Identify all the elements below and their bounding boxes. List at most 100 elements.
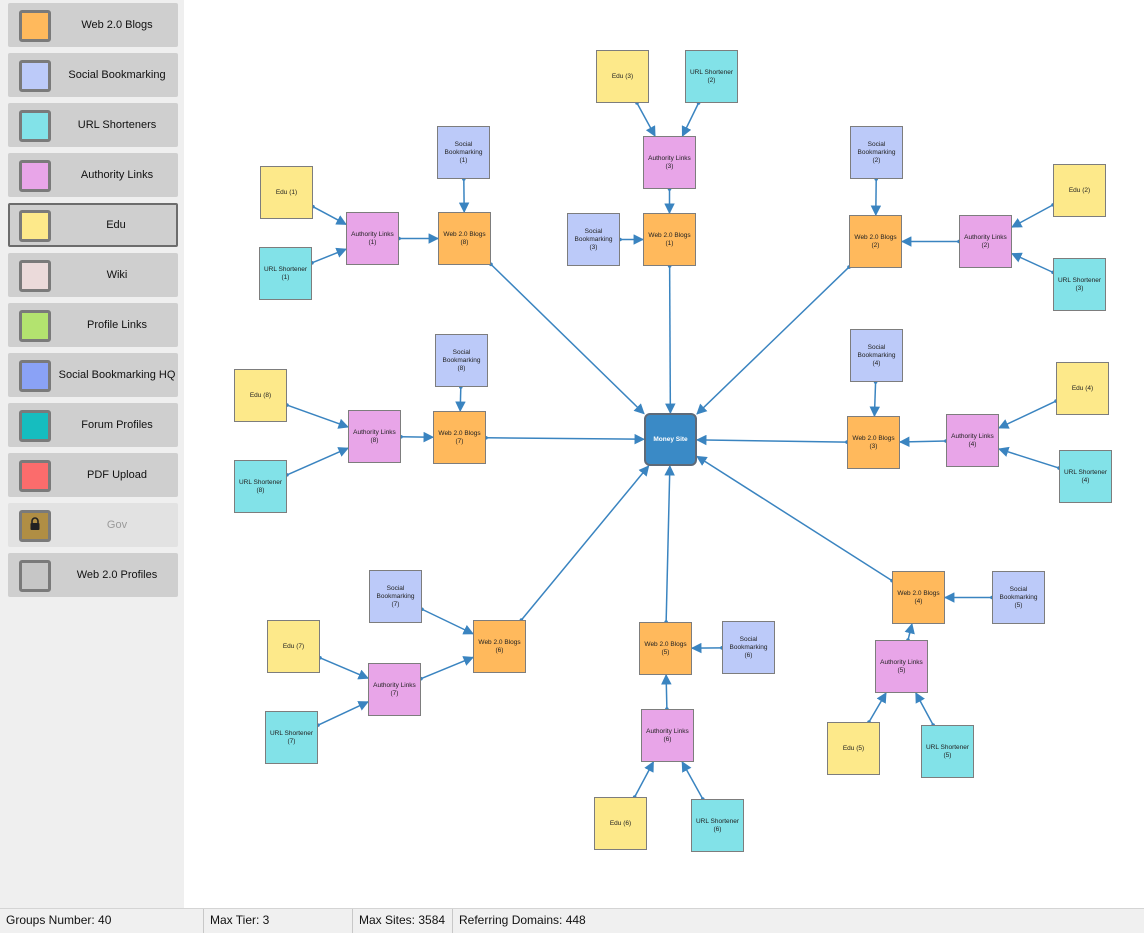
edge-u5-to-a5 xyxy=(916,693,933,725)
node-social-bookmarking-1[interactable]: Social Bookmarking (1) xyxy=(437,126,490,179)
node-url-shortener-8[interactable]: URL Shortener (8) xyxy=(234,460,287,513)
edge-a7-to-w6 xyxy=(421,657,473,678)
node-url-shortener-7[interactable]: URL Shortener (7) xyxy=(265,711,318,764)
palette-label: Edu xyxy=(56,203,176,247)
edge-u2-to-a3 xyxy=(682,103,698,136)
palette-item-web-2-0-profiles[interactable]: Web 2.0 Profiles xyxy=(8,553,178,597)
palette-item-social-bookmarking-hq[interactable]: Social Bookmarking HQ xyxy=(8,353,178,397)
groups-number: Groups Number: 40 xyxy=(0,909,204,933)
edge-e2-to-a2 xyxy=(1012,205,1053,227)
node-edu-2[interactable]: Edu (2) xyxy=(1053,164,1106,217)
palette-item-authority-links[interactable]: Authority Links xyxy=(8,153,178,197)
edge-a5-to-w4 xyxy=(908,624,912,640)
node-edu-3[interactable]: Edu (3) xyxy=(596,50,649,103)
node-url-shortener-5[interactable]: URL Shortener (5) xyxy=(921,725,974,778)
color-swatch xyxy=(19,560,51,592)
node-edu-7[interactable]: Edu (7) xyxy=(267,620,320,673)
palette-label: Forum Profiles xyxy=(56,403,178,447)
edge-e6-to-a6 xyxy=(635,762,654,797)
edge-u7-to-a7 xyxy=(318,702,368,725)
node-web-2-0-blogs-3[interactable]: Web 2.0 Blogs (3) xyxy=(847,416,900,469)
edge-w4-to-money xyxy=(697,456,892,580)
diagram-canvas[interactable]: Money Site Web 2.0 Blogs (1) Web 2.0 Blogs… xyxy=(184,0,1144,908)
edge-w8-to-money xyxy=(491,264,644,413)
palette-item-url-shorteners[interactable]: URL Shorteners xyxy=(8,103,178,147)
node-social-bookmarking-8[interactable]: Social Bookmarking (8) xyxy=(435,334,488,387)
node-authority-links-3[interactable]: Authority Links (3) xyxy=(643,136,696,189)
max-sites: Max Sites: 3584 xyxy=(352,909,453,933)
edge-w2-to-money xyxy=(697,267,849,414)
palette-item-wiki[interactable]: Wiki xyxy=(8,253,178,297)
edge-e3-to-a3 xyxy=(637,103,655,136)
palette-label: Social Bookmarking HQ xyxy=(56,353,178,397)
node-social-bookmarking-6[interactable]: Social Bookmarking (6) xyxy=(722,621,775,674)
max-tier: Max Tier: 3 xyxy=(203,909,353,933)
palette-label: Web 2.0 Blogs xyxy=(56,3,178,47)
status-bar: Groups Number: 40 Max Tier: 3 Max Sites:… xyxy=(0,908,1144,933)
node-edu-4[interactable]: Edu (4) xyxy=(1056,362,1109,415)
node-web-2-0-blogs-1[interactable]: Web 2.0 Blogs (1) xyxy=(643,213,696,266)
color-swatch xyxy=(19,60,51,92)
edge-s4-to-w3 xyxy=(874,382,875,416)
node-social-bookmarking-5[interactable]: Social Bookmarking (5) xyxy=(992,571,1045,624)
node-web-2-0-blogs-7[interactable]: Web 2.0 Blogs (7) xyxy=(433,411,486,464)
color-swatch xyxy=(19,460,51,492)
palette-label: Gov xyxy=(56,503,178,547)
edge-u4-to-a4 xyxy=(999,449,1059,468)
edge-u3-to-a2 xyxy=(1012,254,1053,273)
referring-domains: Referring Domains: 448 xyxy=(452,909,659,933)
edge-e5-to-a5 xyxy=(869,693,886,722)
node-url-shortener-3[interactable]: URL Shortener (3) xyxy=(1053,258,1106,311)
edge-w5-to-money xyxy=(666,466,670,622)
node-web-2-0-blogs-4[interactable]: Web 2.0 Blogs (4) xyxy=(892,571,945,624)
node-authority-links-7[interactable]: Authority Links (7) xyxy=(368,663,421,716)
color-swatch xyxy=(19,360,51,392)
edge-u1-to-a1 xyxy=(312,249,346,263)
node-authority-links-1[interactable]: Authority Links (1) xyxy=(346,212,399,265)
lock-icon xyxy=(28,517,42,531)
node-social-bookmarking-7[interactable]: Social Bookmarking (7) xyxy=(369,570,422,623)
node-authority-links-2[interactable]: Authority Links (2) xyxy=(959,215,1012,268)
node-url-shortener-1[interactable]: URL Shortener (1) xyxy=(259,247,312,300)
node-web-2-0-blogs-2[interactable]: Web 2.0 Blogs (2) xyxy=(849,215,902,268)
color-swatch xyxy=(19,160,51,192)
node-authority-links-6[interactable]: Authority Links (6) xyxy=(641,709,694,762)
node-edu-6[interactable]: Edu (6) xyxy=(594,797,647,850)
node-authority-links-8[interactable]: Authority Links (8) xyxy=(348,410,401,463)
palette-label: Web 2.0 Profiles xyxy=(56,553,178,597)
palette-label: Profile Links xyxy=(56,303,178,347)
edge-w7-to-money xyxy=(486,438,644,439)
color-swatch xyxy=(19,10,51,42)
node-authority-links-4[interactable]: Authority Links (4) xyxy=(946,414,999,467)
palette-item-pdf-upload[interactable]: PDF Upload xyxy=(8,453,178,497)
node-web-2-0-blogs-5[interactable]: Web 2.0 Blogs (5) xyxy=(639,622,692,675)
node-money-site[interactable]: Money Site xyxy=(644,413,697,466)
palette-item-web-2-0-blogs[interactable]: Web 2.0 Blogs xyxy=(8,3,178,47)
palette-item-social-bookmarking[interactable]: Social Bookmarking xyxy=(8,53,178,97)
node-social-bookmarking-4[interactable]: Social Bookmarking (4) xyxy=(850,329,903,382)
color-swatch xyxy=(19,260,51,292)
node-authority-links-5[interactable]: Authority Links (5) xyxy=(875,640,928,693)
palette-item-forum-profiles[interactable]: Forum Profiles xyxy=(8,403,178,447)
color-swatch xyxy=(19,510,51,542)
node-social-bookmarking-2[interactable]: Social Bookmarking (2) xyxy=(850,126,903,179)
edge-u6-to-a6 xyxy=(682,762,703,799)
edge-w6-to-money xyxy=(521,466,648,620)
palette-item-profile-links[interactable]: Profile Links xyxy=(8,303,178,347)
node-social-bookmarking-3[interactable]: Social Bookmarking (3) xyxy=(567,213,620,266)
node-url-shortener-2[interactable]: URL Shortener (2) xyxy=(685,50,738,103)
node-edu-5[interactable]: Edu (5) xyxy=(827,722,880,775)
node-web-2-0-blogs-8[interactable]: Web 2.0 Blogs (8) xyxy=(438,212,491,265)
node-web-2-0-blogs-6[interactable]: Web 2.0 Blogs (6) xyxy=(473,620,526,673)
palette-item-edu[interactable]: Edu xyxy=(8,203,178,247)
node-url-shortener-6[interactable]: URL Shortener (6) xyxy=(691,799,744,852)
edge-w1-to-money xyxy=(670,266,671,413)
node-url-shortener-4[interactable]: URL Shortener (4) xyxy=(1059,450,1112,503)
node-edu-1[interactable]: Edu (1) xyxy=(260,166,313,219)
palette-label: PDF Upload xyxy=(56,453,178,497)
edge-a4-to-w3 xyxy=(900,441,946,442)
node-edu-8[interactable]: Edu (8) xyxy=(234,369,287,422)
palette-label: Wiki xyxy=(56,253,178,297)
palette-label: Authority Links xyxy=(56,153,178,197)
edge-a6-to-w5 xyxy=(666,675,667,709)
